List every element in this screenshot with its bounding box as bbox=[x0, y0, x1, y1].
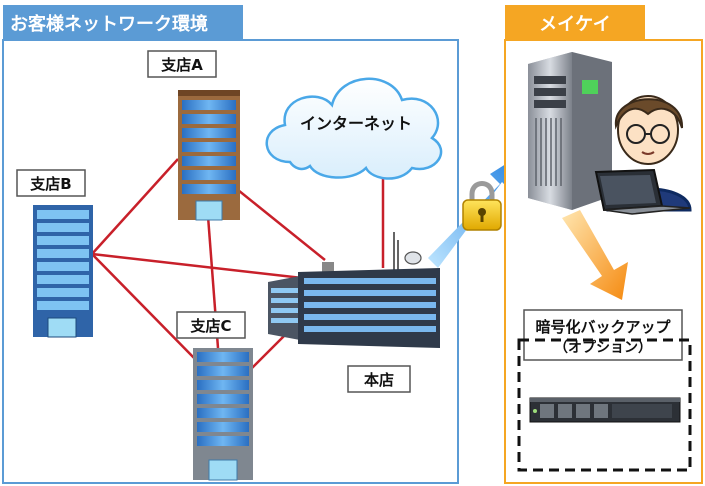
backup-option: （オプション） bbox=[554, 340, 652, 356]
backup-label: 暗号化バックアップ （オプション） bbox=[523, 309, 683, 361]
rack-server-icon bbox=[529, 397, 681, 423]
padlock-icon bbox=[462, 181, 502, 231]
customer-network-title: お客様ネットワーク環境 bbox=[10, 13, 208, 35]
svg-text:支店B: 支店B bbox=[29, 175, 71, 193]
server-tower-icon bbox=[528, 52, 612, 210]
link-b-head bbox=[91, 252, 321, 282]
backup-title: 暗号化バックアップ bbox=[535, 318, 671, 336]
link-b-a bbox=[91, 158, 179, 255]
svg-text:本店: 本店 bbox=[364, 371, 394, 389]
branch-b-label: 支店B bbox=[16, 169, 86, 197]
branch-a-label: 支店A bbox=[147, 50, 217, 78]
meikei-title: メイケイ bbox=[539, 14, 611, 35]
link-a-head bbox=[237, 189, 326, 261]
branch-c-building-icon bbox=[193, 348, 253, 481]
branch-c-label: 支店C bbox=[176, 311, 246, 339]
laptop-icon bbox=[594, 168, 691, 215]
internet-label: インターネット bbox=[300, 114, 412, 133]
internet-cloud-icon: インターネット bbox=[265, 77, 443, 180]
link-b-c bbox=[91, 253, 199, 363]
head-office-building-icon bbox=[268, 232, 440, 348]
svg-text:支店A: 支店A bbox=[160, 56, 203, 74]
svg-text:支店C: 支店C bbox=[189, 317, 231, 335]
backup-flow-arrow bbox=[562, 210, 628, 300]
backup-option-box bbox=[517, 338, 692, 472]
branch-b-building-icon bbox=[33, 205, 93, 338]
head-office-label: 本店 bbox=[347, 365, 411, 393]
branch-a-building-icon bbox=[178, 90, 240, 221]
